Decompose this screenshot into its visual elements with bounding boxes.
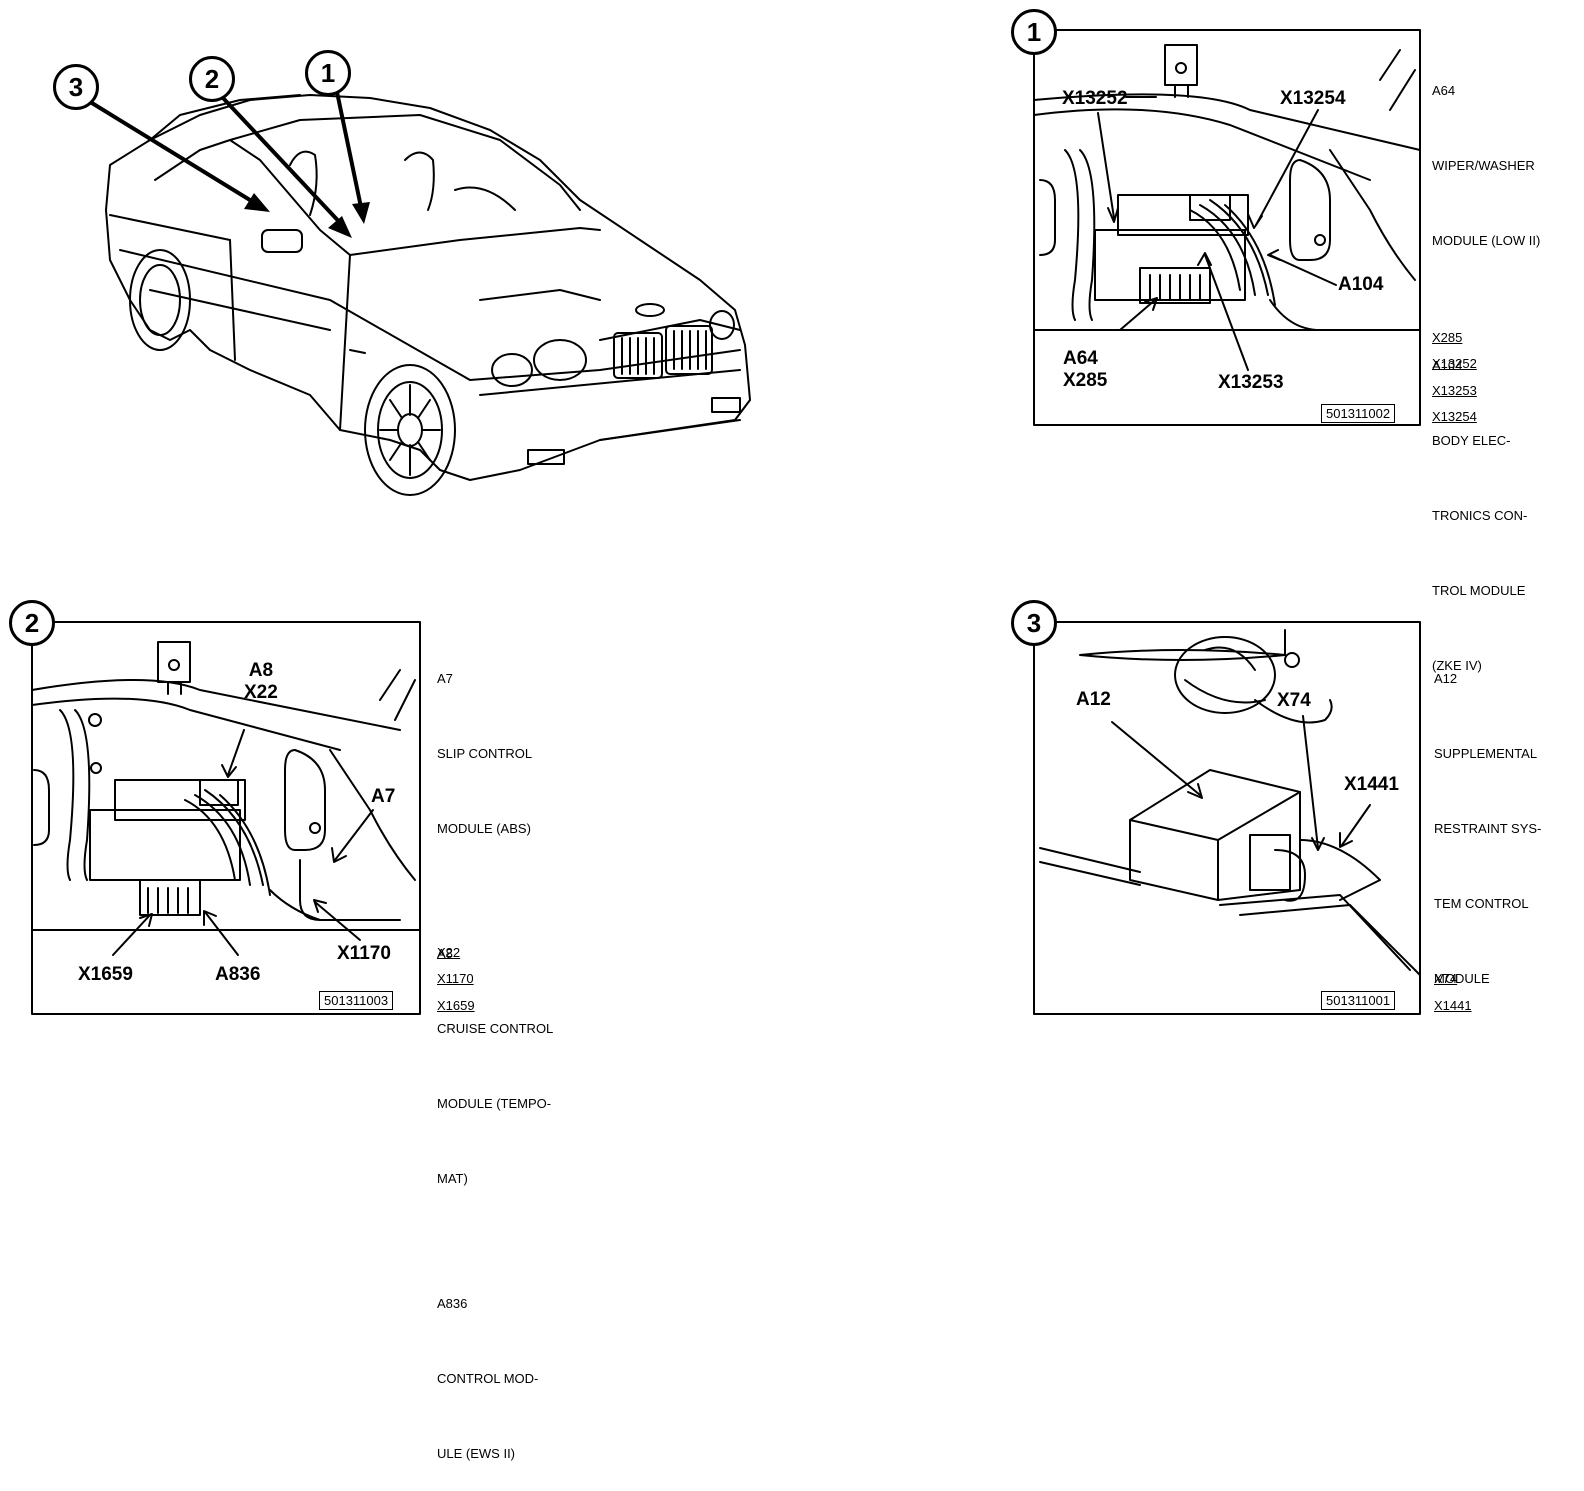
legend-line: MODULE [1434, 971, 1490, 986]
panel3-drawing [1033, 621, 1421, 1015]
panel1-connector-x13254: X13254 [1432, 409, 1477, 424]
legend-line: BODY ELEC- [1432, 433, 1511, 448]
panel1-label-a104: A104 [1338, 274, 1384, 295]
panel2-label-x1659: X1659 [78, 964, 133, 985]
legend-line: SLIP CONTROL [437, 746, 533, 761]
panel1-number: 1 [1011, 9, 1057, 55]
panel2-connector-x1659: X1659 [437, 998, 475, 1013]
panel3-connector-x1441: X1441 [1434, 998, 1472, 1013]
legend-line: MAT) [437, 1171, 468, 1186]
legend-line: A104 [1432, 358, 1463, 373]
legend-line: CONTROL MOD- [437, 1371, 539, 1386]
panel3-label-x74: X74 [1277, 690, 1311, 711]
legend-line: MODULE (ABS) [437, 821, 531, 836]
panel2-connector-x22: X22 [437, 945, 461, 960]
panel2-number: 2 [9, 600, 55, 646]
legend-line: TRONICS CON- [1432, 508, 1528, 523]
panel1-connector-x285: X285 [1432, 330, 1463, 345]
legend-line: A7 [437, 671, 453, 686]
callout-2-circle[interactable]: 2 [189, 56, 235, 102]
panel1-drawing [1033, 29, 1421, 426]
legend-line: ULE (EWS II) [437, 1446, 516, 1461]
panel2-figure-code: 501311003 [319, 991, 394, 1010]
panel2-drawing [31, 621, 421, 1015]
legend-line: MODULE (LOW II) [1432, 233, 1541, 248]
callout-1-circle[interactable]: 1 [305, 50, 351, 96]
legend-line: (ZKE IV) [1432, 658, 1482, 673]
panel3-connector-x74: X74 [1434, 971, 1458, 986]
callout-3-circle[interactable]: 3 [53, 64, 99, 110]
legend-line: RESTRAINT SYS- [1434, 821, 1542, 836]
legend-line: TROL MODULE [1432, 583, 1526, 598]
panel1-label-x13254: X13254 [1280, 88, 1346, 109]
panel2-label-x1170: X1170 [337, 943, 391, 964]
panel1-connector-x13253: X13253 [1432, 383, 1477, 398]
panel3-figure-code: 501311001 [1321, 991, 1396, 1010]
panel2-legend: A7 SLIP CONTROL MODULE (ABS) A8 CRUISE C… [437, 616, 553, 1491]
panel1-label-a64-x285: A64 X285 [1063, 348, 1108, 391]
panel2-connector-x1170: X1170 [437, 971, 474, 986]
panel3-label-x1441: X1441 [1344, 774, 1399, 795]
panel1-label-x13253: X13253 [1218, 372, 1284, 393]
legend-line: SUPPLEMENTAL [1434, 746, 1538, 761]
legend-line: CRUISE CONTROL [437, 1021, 554, 1036]
panel3-label-a12: A12 [1076, 689, 1111, 710]
legend-line: MODULE (TEMPO- [437, 1096, 552, 1111]
legend-line: WIPER/WASHER [1432, 158, 1535, 173]
car-drawing [105, 94, 751, 496]
legend-line: A8 [437, 946, 453, 961]
panel1-legend: A64 WIPER/WASHER MODULE (LOW II) A104 BO… [1432, 28, 1540, 703]
panel3-number: 3 [1011, 600, 1057, 646]
legend-line: TEM CONTROL [1434, 896, 1529, 911]
panel1-label-x13252: X13252 [1062, 88, 1128, 109]
panel2-label-a8-x22: A8 X22 [244, 660, 278, 703]
panel2-label-a836: A836 [215, 964, 261, 985]
legend-line: A836 [437, 1296, 468, 1311]
panel1-figure-code: 501311002 [1321, 404, 1396, 423]
panel3-legend: A12 SUPPLEMENTAL RESTRAINT SYS- TEM CONT… [1434, 616, 1541, 1016]
panel1-connector-x13252: X13252 [1432, 356, 1477, 371]
legend-line: A64 [1432, 83, 1456, 98]
line-art [31, 29, 1421, 1015]
legend-line: A12 [1434, 671, 1458, 686]
panel2-label-a7: A7 [371, 786, 396, 807]
